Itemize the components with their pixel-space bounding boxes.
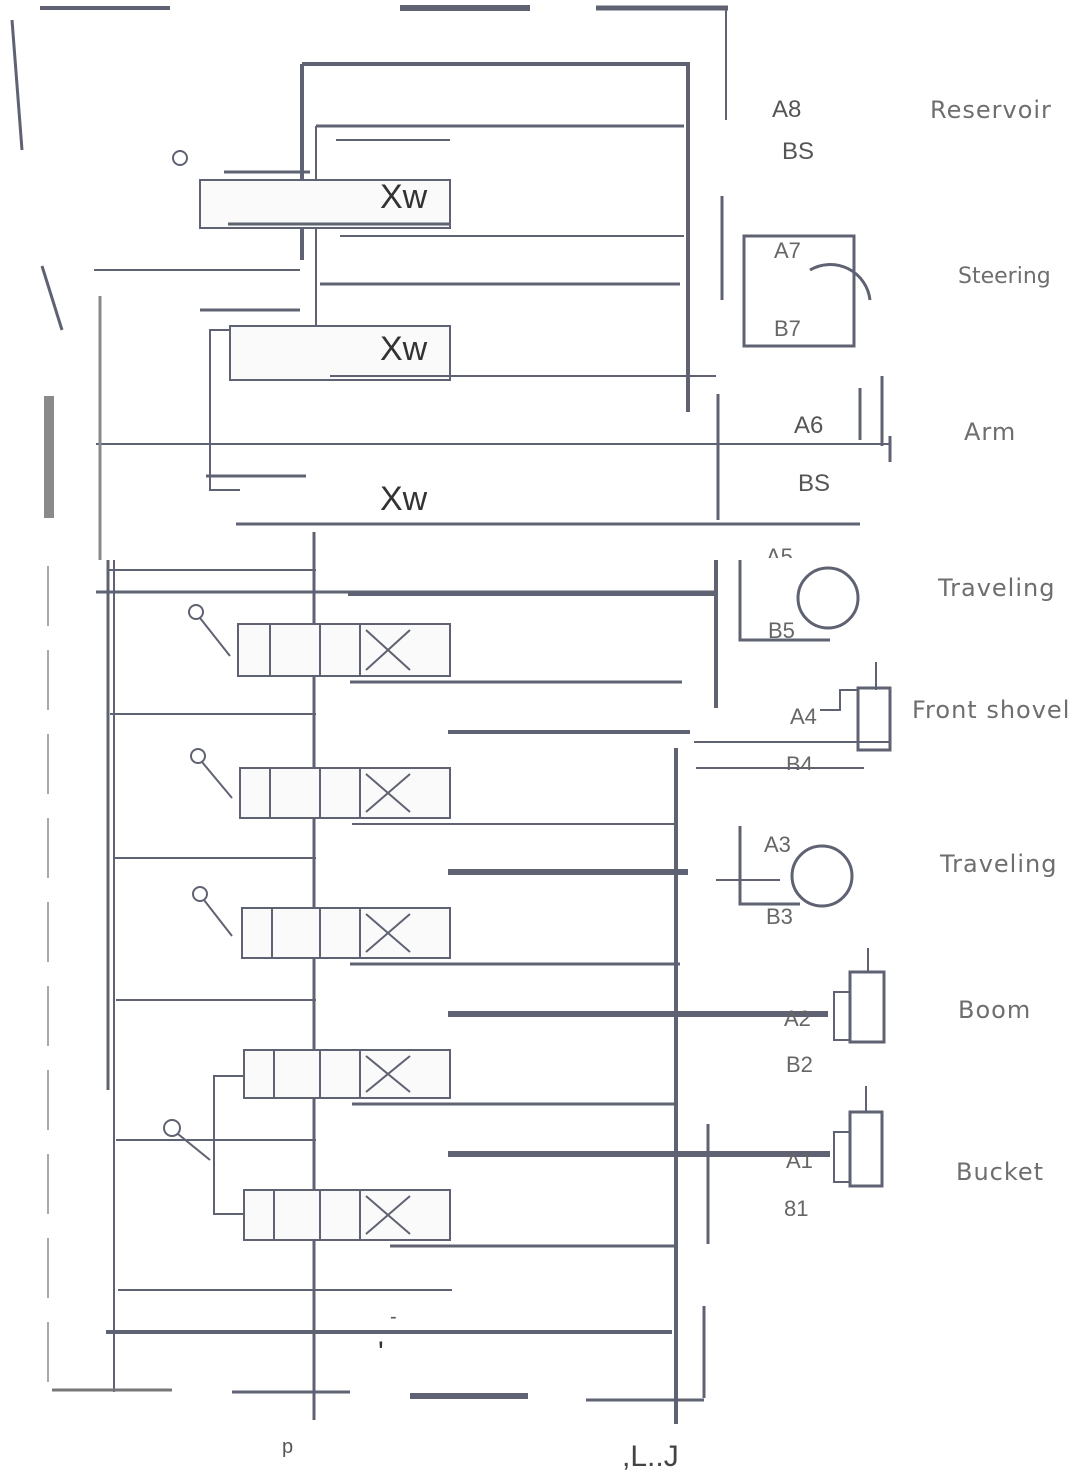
boom-cylinder — [848, 970, 886, 1044]
frame-line — [10, 19, 24, 151]
port-b1: 81 — [784, 1196, 809, 1221]
valve-body-8 — [199, 179, 451, 229]
bottom-tick-mark: ' — [378, 1336, 384, 1369]
port-b5: B5 — [768, 618, 795, 643]
port-b7: B7 — [774, 316, 801, 341]
port-b3: B3 — [766, 904, 793, 929]
pump-rail — [44, 396, 54, 518]
bottom-dash-mark: - — [390, 1306, 397, 1328]
valve-spring-glyph: Xw — [380, 178, 428, 216]
valve-body-3 — [241, 907, 451, 959]
valve-stack — [237, 623, 451, 1241]
port-a8: A8 — [772, 96, 802, 123]
valve-body-5 — [237, 623, 451, 677]
label-reservoir: Reservoir — [930, 96, 1052, 124]
travel-motor-5 — [796, 566, 860, 630]
port-b6: BS — [798, 470, 831, 497]
bucket-cylinder — [848, 1110, 884, 1188]
label-front-shovel: Front shovel — [912, 696, 1071, 724]
port-a6: A6 — [794, 412, 824, 439]
label-steering: Steering — [958, 264, 1051, 289]
pressure-port-label: p — [282, 1436, 294, 1458]
port-a1: A1 — [786, 1148, 813, 1173]
label-boom: Boom — [958, 996, 1032, 1024]
label-traveling-1: Traveling — [938, 574, 1056, 602]
port-b8: BS — [782, 138, 815, 165]
steering-motor-box — [742, 234, 856, 348]
tank-port-label: ,L..J — [622, 1440, 679, 1473]
reservoir-line — [302, 62, 690, 412]
valve-body-6 — [229, 325, 451, 381]
port-a3: A3 — [764, 832, 791, 857]
port-a7: A7 — [774, 238, 801, 263]
port-a5: A5 — [766, 544, 793, 558]
valve-spring-glyph: Xw — [380, 480, 428, 516]
valve-spring-glyph: Xw — [380, 330, 428, 368]
port-a4: A4 — [790, 704, 817, 729]
valve-body-2 — [243, 1049, 451, 1099]
valve-body-4 — [239, 767, 451, 819]
port-b4: B4 — [786, 752, 813, 770]
label-arm: Arm — [964, 418, 1017, 446]
port-a2: A2 — [784, 1006, 811, 1031]
travel-motor-3 — [790, 844, 854, 908]
label-traveling-2: Traveling — [940, 850, 1058, 878]
label-bucket: Bucket — [956, 1158, 1045, 1186]
port-b2: B2 — [786, 1052, 813, 1077]
shovel-cylinder — [856, 686, 892, 752]
hand-levers — [163, 150, 244, 1215]
valve-body-1 — [243, 1189, 451, 1241]
